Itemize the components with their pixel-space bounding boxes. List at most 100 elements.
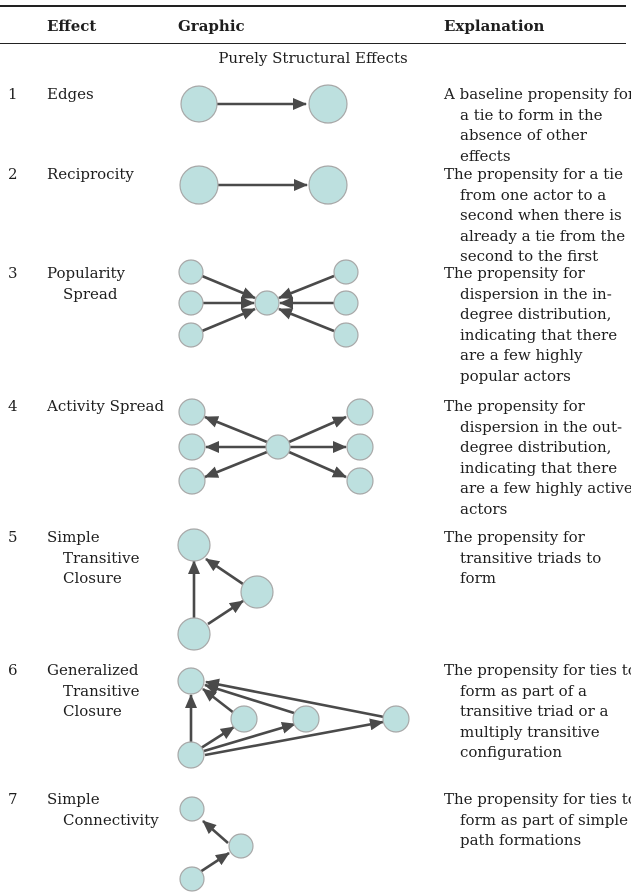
table-header-rule (0, 43, 626, 44)
explanation-line: degree distribution, (460, 305, 612, 323)
edge-arrow (204, 718, 384, 757)
node (178, 398, 206, 426)
node (178, 259, 204, 285)
row-6-effect: Generalized Transitive Closure (47, 660, 165, 722)
node (333, 290, 359, 316)
table-top-rule (0, 5, 626, 7)
explanation-line: dispersion in the in- (460, 284, 612, 303)
effect-line: Transitive (63, 681, 140, 700)
node (333, 322, 359, 348)
node (177, 667, 205, 695)
header-graphic: Graphic (178, 17, 245, 35)
row-1-explanation: A baseline propensity for a tie to form … (444, 84, 631, 166)
explanation-line: absence of other (460, 126, 587, 144)
row-7-number: 7 (8, 790, 18, 808)
graphic-simple-connectivity (179, 796, 254, 892)
explanation-line: The propensity for ties to (444, 790, 631, 808)
effect-line: Simple (47, 790, 100, 808)
explanation-line: are a few highly active (460, 479, 631, 497)
node (346, 433, 374, 461)
edge-arrow (278, 274, 335, 300)
graphic-simple-transitive-closure (177, 528, 274, 651)
explanation-line: indicating that there (460, 325, 618, 344)
node (308, 165, 348, 205)
edge-arrow (288, 415, 347, 444)
node (228, 833, 254, 859)
edge-arrow (278, 307, 335, 333)
edge-arrow (204, 450, 268, 479)
row-7-effect: Simple Connectivity (47, 789, 165, 830)
node (177, 617, 211, 651)
effect-line: Closure (63, 569, 122, 587)
edge-arrow (205, 557, 244, 586)
row-7-explanation: The propensity for ties to form as part … (444, 789, 631, 851)
node (179, 866, 205, 892)
edge-arrow (202, 820, 229, 844)
node (177, 741, 205, 769)
row-1-number: 1 (8, 85, 18, 103)
row-5-effect: Simple Transitive Closure (47, 527, 165, 589)
explanation-line: The propensity for (444, 264, 585, 282)
node (265, 434, 291, 460)
row-4-effect: Activity Spread (47, 396, 165, 417)
header-explanation: Explanation (444, 17, 545, 35)
row-2-number: 2 (8, 165, 18, 183)
effect-line: Transitive (63, 548, 140, 567)
row-1-effect: Edges (47, 84, 165, 105)
row-5-number: 5 (8, 528, 18, 546)
row-6-number: 6 (8, 661, 18, 679)
edge-arrow (205, 678, 385, 719)
explanation-line: effects (460, 146, 511, 165)
node (308, 84, 348, 124)
explanation-line: form (460, 569, 496, 587)
explanation-line: actors (460, 499, 508, 518)
node (178, 433, 206, 461)
effect-line: Generalized (47, 661, 139, 679)
edge-arrow (200, 725, 235, 750)
node (382, 705, 410, 733)
effect-line: Reciprocity (47, 165, 134, 183)
node (180, 85, 218, 123)
explanation-line: The propensity for (444, 528, 585, 546)
edge-arrow (201, 307, 256, 333)
explanation-line: A baseline propensity for (444, 85, 631, 103)
explanation-line: path formations (460, 831, 582, 849)
explanation-line: transitive triads to (460, 548, 602, 567)
explanation-line: dispersion in the out- (460, 417, 623, 436)
graphic-reciprocity (179, 165, 348, 205)
section-title: Purely Structural Effects (218, 49, 408, 67)
explanation-line: multiply transitive (460, 722, 600, 741)
explanation-line: popular actors (460, 366, 571, 385)
row-4-number: 4 (8, 397, 18, 415)
graphic-generalized-transitive-closure (177, 667, 410, 769)
node (178, 467, 206, 495)
effect-line: Simple (47, 528, 100, 546)
explanation-line: already a tie from the (460, 226, 626, 245)
effect-line: Edges (47, 85, 94, 103)
row-3-effect: Popularity Spread (47, 263, 165, 304)
node (346, 398, 374, 426)
row-3-explanation: The propensity for dispersion in the in-… (444, 263, 627, 386)
graphic-popularity-spread (178, 259, 359, 348)
graphic-edges (180, 84, 348, 124)
explanation-line: second to the first (460, 247, 599, 265)
explanation-line: form as part of a (460, 681, 587, 700)
explanation-line: second when there is (460, 206, 622, 224)
node (254, 290, 280, 316)
node (178, 290, 204, 316)
header-effect: Effect (47, 17, 97, 35)
explanation-line: configuration (460, 743, 562, 761)
explanation-line: degree distribution, (460, 438, 612, 456)
explanation-line: are a few highly (460, 346, 583, 364)
node (292, 705, 320, 733)
node (178, 322, 204, 348)
explanation-line: The propensity for a tie (444, 165, 623, 183)
row-3-number: 3 (8, 264, 18, 282)
effect-line: Popularity (47, 264, 125, 282)
node (240, 575, 274, 609)
edge-arrow (207, 599, 244, 626)
node (230, 705, 258, 733)
explanation-line: form as part of simple (460, 810, 629, 829)
node (346, 467, 374, 495)
effect-line: Activity Spread (47, 397, 165, 415)
